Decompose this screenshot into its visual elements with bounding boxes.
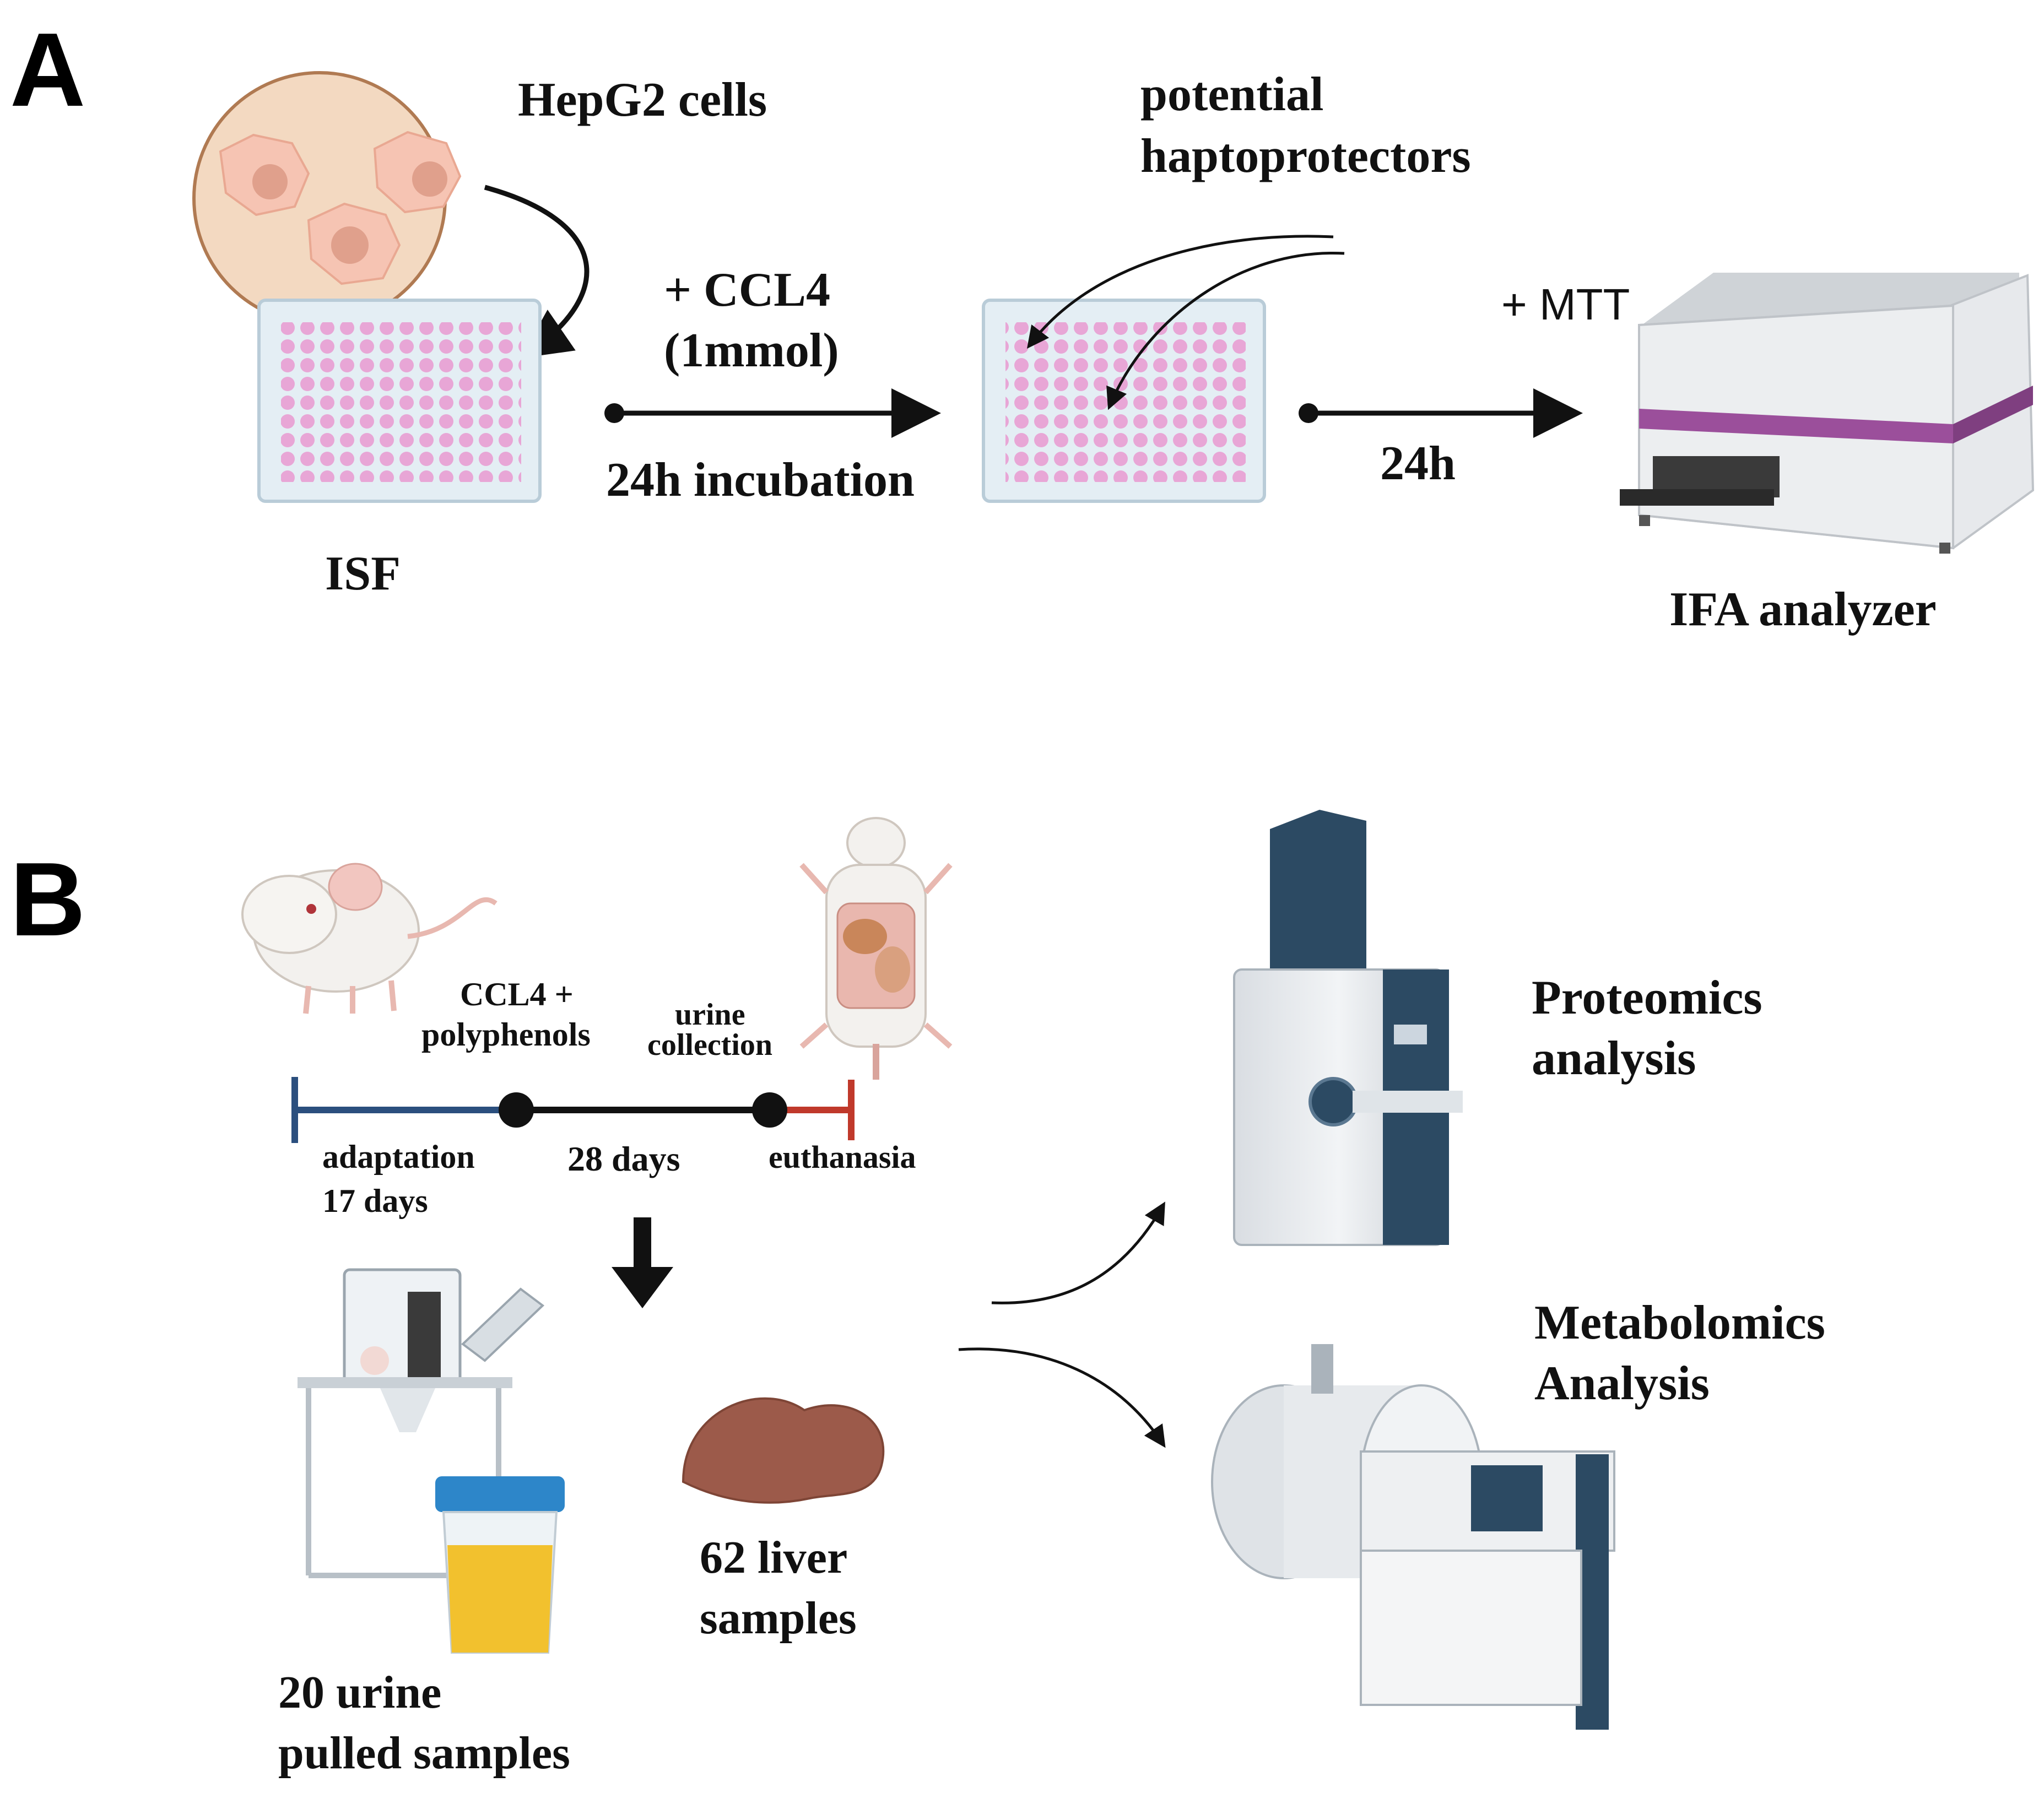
panel-b: B CCL4 + polyphenols urine collection xyxy=(10,810,1825,1779)
ifa-analyzer-device xyxy=(1620,273,2035,554)
hepg2-cells-dish xyxy=(192,71,462,326)
urine-samples-label-2: pulled samples xyxy=(278,1727,570,1779)
haptoprotectors-label: haptoprotectors xyxy=(1140,129,1471,183)
timeline-urine-dot xyxy=(752,1092,787,1128)
urine-samples-label-1: 20 urine xyxy=(278,1667,441,1718)
ccl4-concentration-label: (1mmol) xyxy=(664,324,839,377)
metabolomics-branch-arrow xyxy=(958,1347,1166,1448)
treatment-days-label: 28 days xyxy=(567,1139,680,1178)
ccl4-polyphenols-label-1: CCL4 + xyxy=(460,976,574,1012)
liver-samples-label-2: samples xyxy=(700,1593,857,1644)
panel-b-letter: B xyxy=(10,841,85,958)
panel-a-letter: A xyxy=(10,12,85,128)
incubation-label: 24h incubation xyxy=(606,453,915,507)
panel-a: A HepG2 cells ISF + CCL4 (1mmol) xyxy=(10,12,2035,636)
well-plate-treated xyxy=(982,299,1266,503)
proteomics-label-2: analysis xyxy=(1532,1032,1696,1085)
study-timeline xyxy=(291,1077,855,1143)
liver-samples-label-1: 62 liver xyxy=(700,1532,847,1583)
metabolic-cage-illustration xyxy=(298,1268,545,1578)
nmr-instrument-illustration xyxy=(1211,1344,1615,1730)
ccl4-treatment-label: + CCL4 xyxy=(664,263,830,317)
adaptation-label: adaptation xyxy=(322,1139,475,1175)
duration-label: 24h xyxy=(1380,437,1456,490)
urine-collection-label-2: collection xyxy=(647,1028,772,1062)
mass-spectrometer-illustration xyxy=(1233,810,1463,1246)
metabolomics-label-2: Analysis xyxy=(1534,1357,1710,1410)
adaptation-days-label: 17 days xyxy=(322,1183,428,1219)
mtt-label: + MTT xyxy=(1501,280,1630,329)
haptoprotector-arrow-2 xyxy=(1106,251,1345,410)
metabolomics-label-1: Metabolomics xyxy=(1534,1296,1825,1350)
ifa-analyzer-label: IFA analyzer xyxy=(1669,583,1937,636)
urine-cup-illustration xyxy=(435,1476,565,1654)
proteomics-branch-arrow xyxy=(991,1201,1165,1304)
dish-to-plate-arrow xyxy=(484,185,590,359)
liver-illustration xyxy=(682,1397,885,1504)
down-arrow xyxy=(612,1217,673,1308)
potential-label: potential xyxy=(1140,68,1323,121)
hepg2-cells-label: HepG2 cells xyxy=(518,73,767,127)
well-plate-isf xyxy=(257,299,542,503)
urine-collection-label-1: urine xyxy=(675,998,745,1032)
dissected-rat-illustration xyxy=(799,817,953,1080)
mouse-illustration xyxy=(241,863,498,1014)
proteomics-label-1: Proteomics xyxy=(1532,971,1762,1025)
haptoprotector-arrow-1 xyxy=(1026,235,1334,349)
isf-label: ISF xyxy=(325,547,401,600)
ccl4-polyphenols-label-2: polyphenols xyxy=(421,1016,591,1053)
timeline-treatment-dot xyxy=(499,1092,534,1128)
euthanasia-label: euthanasia xyxy=(769,1139,916,1175)
